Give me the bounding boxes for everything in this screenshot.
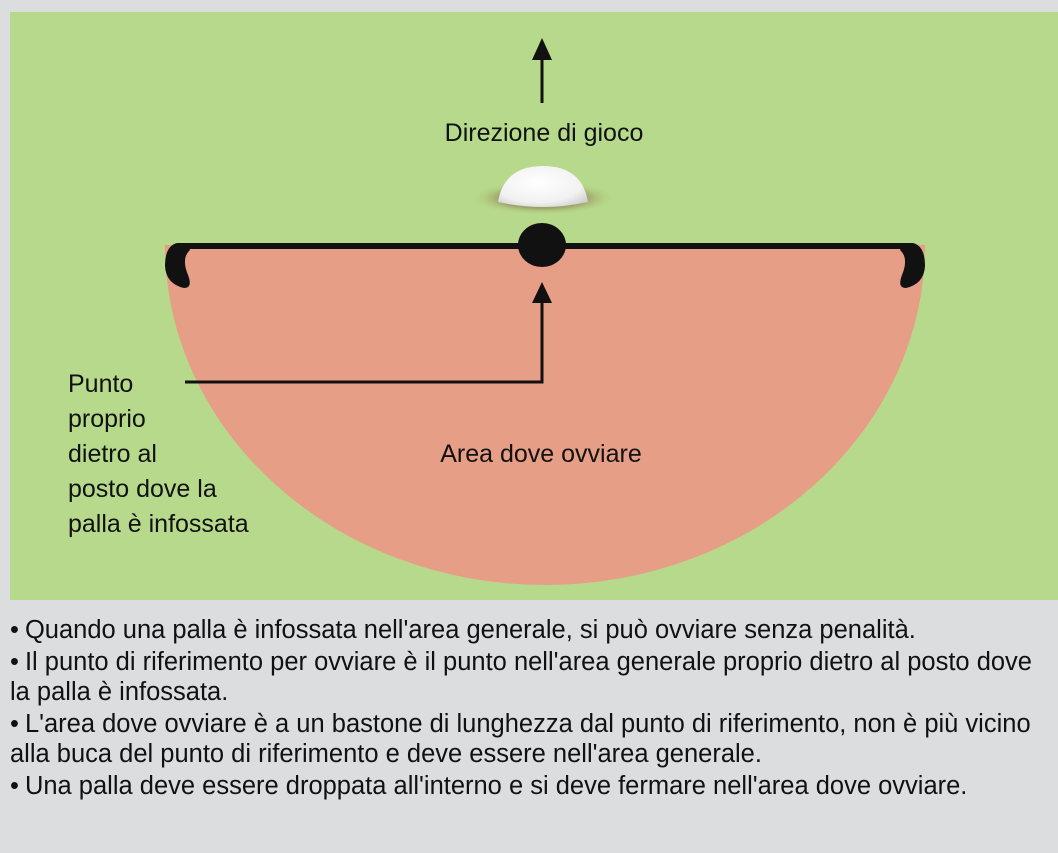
- bullet: •: [10, 648, 19, 676]
- bullet: •: [10, 616, 19, 644]
- reference-pointer: [185, 282, 552, 384]
- reference-point-label: Punto proprio dietro al posto dove la pa…: [68, 370, 249, 538]
- note-text: Il punto di riferimento per ovviare è il…: [10, 648, 1032, 706]
- bullet: •: [10, 710, 19, 738]
- direction-label: Direzione di gioco: [445, 119, 644, 147]
- reference-point-label-line: proprio: [68, 405, 146, 433]
- reference-point-label-line: palla è infossata: [68, 510, 249, 538]
- note-text: Una palla deve essere droppata all'inter…: [24, 772, 968, 800]
- reference-line: [165, 223, 925, 288]
- arrow-up-icon: [532, 38, 552, 103]
- reference-point-label-line: dietro al: [68, 440, 157, 468]
- note-text: Quando una palla è infossata nell'area g…: [24, 616, 916, 644]
- relief-area-label: Area dove ovviare: [440, 440, 642, 468]
- note-item: •Una palla deve essere droppata all'inte…: [10, 771, 1050, 801]
- golf-ball-icon: [471, 166, 615, 215]
- tee-marker-icon: [900, 243, 925, 288]
- bullet: •: [10, 772, 19, 800]
- note-item: •Il punto di riferimento per ovviare è i…: [10, 647, 1050, 707]
- reference-point-label-line: posto dove la: [68, 475, 217, 503]
- reference-point-label-line: Punto: [68, 370, 133, 398]
- relief-diagram: Direzione di gioco Punto proprio dietro …: [10, 12, 1058, 600]
- note-item: •L'area dove ovviare è a un bastone di l…: [10, 709, 1050, 769]
- note-item: •Quando una palla è infossata nell'area …: [10, 615, 1050, 645]
- reference-point-icon: [518, 223, 566, 267]
- rules-notes: •Quando una palla è infossata nell'area …: [10, 615, 1050, 803]
- relief-area: [165, 245, 925, 585]
- tee-marker-icon: [165, 243, 190, 288]
- note-text: L'area dove ovviare è a un bastone di lu…: [10, 710, 1031, 768]
